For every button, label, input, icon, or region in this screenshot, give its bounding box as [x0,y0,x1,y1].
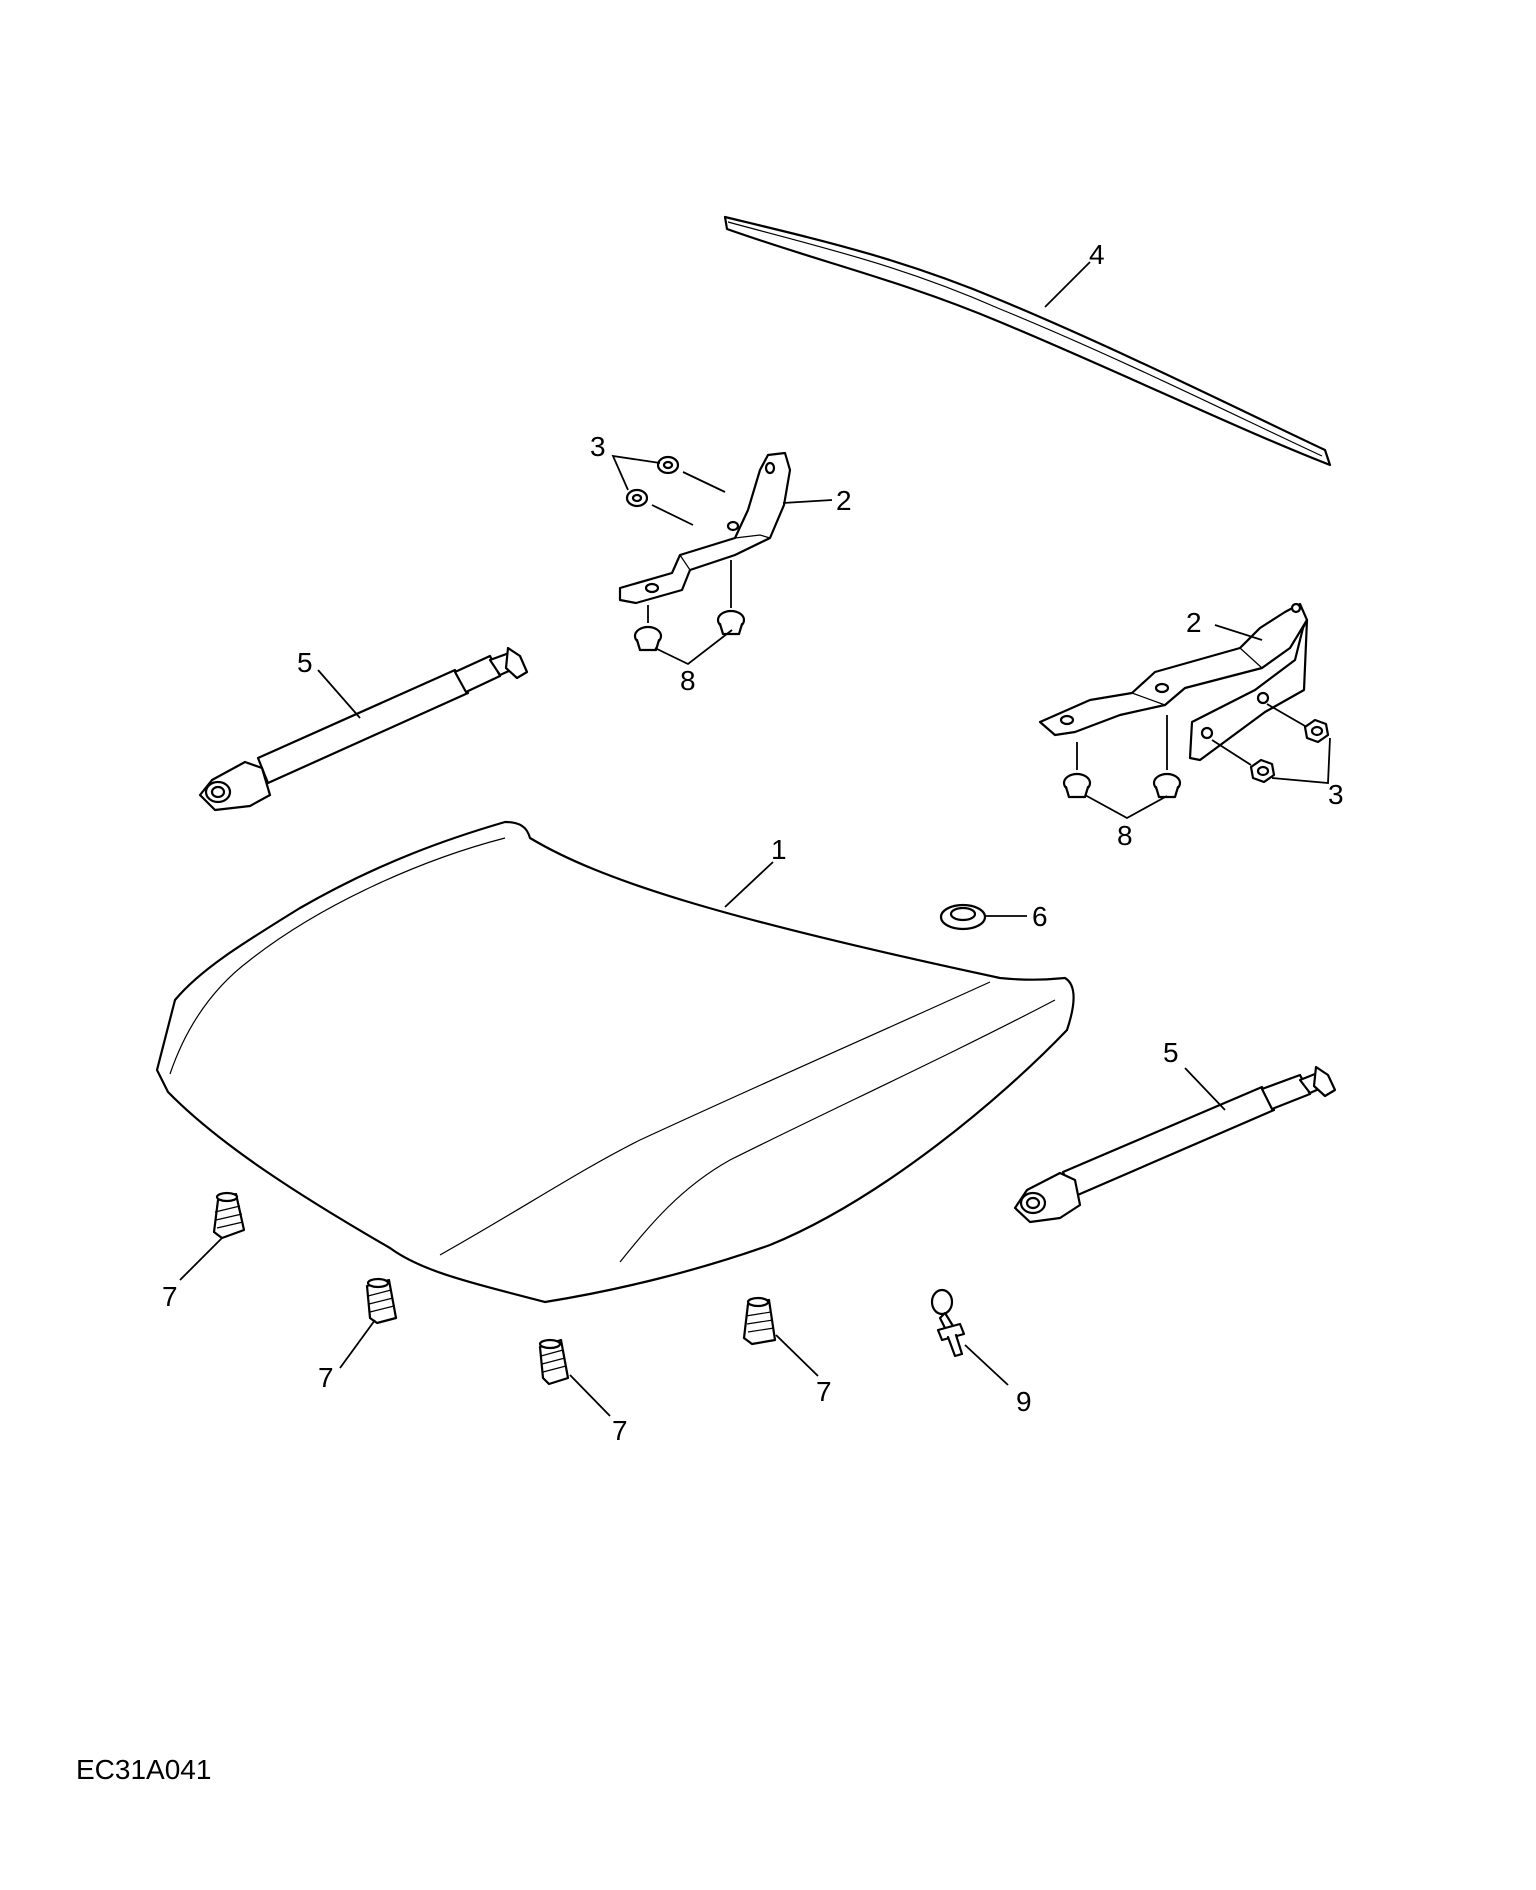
callout-hinge-left: 2 [836,485,852,516]
nuts-right [1062,715,1182,799]
callout-striker: 9 [1016,1386,1032,1417]
leader-bumper-3 [569,1374,611,1417]
diagram-reference-code: EC31A041 [76,1754,211,1785]
callout-nuts-left: 8 [680,665,696,696]
leader-bumper-4 [775,1334,819,1377]
hood-panel [155,820,1075,1304]
nuts-left [633,560,746,652]
bumper-stop-1 [212,1191,246,1240]
leader-striker [964,1344,1009,1386]
callout-strut-right: 5 [1163,1037,1179,1068]
callout-bumper-4: 7 [816,1376,832,1407]
callout-bumper-2: 7 [318,1362,334,1393]
leader-bolts-right [1271,737,1331,784]
bolts-left [625,455,726,526]
bumper-stop-3 [538,1338,570,1386]
callout-bolts-right: 3 [1328,779,1344,810]
gas-strut-left [198,646,529,812]
callout-bumper-3: 7 [612,1415,628,1446]
striker-pin [930,1288,966,1358]
leader-bumper-1 [179,1237,223,1281]
bumper-stop-4 [742,1296,777,1346]
grommet [939,903,987,931]
callout-bolts-left: 3 [590,431,606,462]
bumper-stop-2 [365,1277,398,1325]
leader-bumper-2 [339,1319,376,1369]
leader-nuts-right [1084,794,1168,820]
hood-hinge-left [618,451,792,605]
leader-seal [1044,261,1091,308]
gas-strut-right [1013,1065,1337,1224]
leader-hinge-left [782,499,833,504]
leader-hinge-right [1214,624,1263,641]
leader-bolts-left [611,454,661,491]
hood-seal-strip [723,215,1332,467]
callout-bumper-1: 7 [162,1281,178,1312]
leader-nuts-left [654,629,733,666]
leader-hood [724,861,774,908]
leader-strut-left [317,669,361,719]
callout-nuts-right: 8 [1117,820,1133,851]
callout-hood: 1 [771,834,787,865]
callout-hinge-right: 2 [1186,607,1202,638]
leader-strut-right [1184,1067,1226,1111]
hood-hinge-right [1038,602,1309,762]
bolts-right [1211,703,1330,784]
callout-grommet: 6 [1032,901,1048,932]
callout-strut-left: 5 [297,647,313,678]
callout-seal: 4 [1089,239,1105,270]
